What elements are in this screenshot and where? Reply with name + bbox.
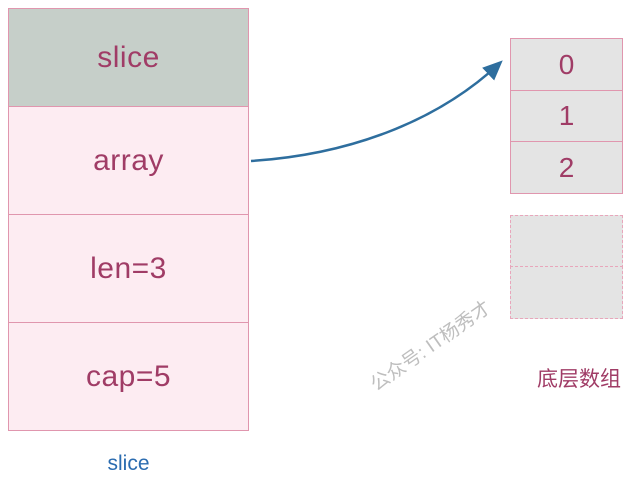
array-cell-0: 0 bbox=[510, 38, 623, 91]
array-gap bbox=[510, 194, 623, 216]
array-cell-empty-3 bbox=[510, 214, 623, 268]
array-cell-2-value: 2 bbox=[558, 151, 575, 183]
struct-field-cap: cap=5 bbox=[9, 322, 248, 430]
backing-array: 0 1 2 bbox=[510, 38, 623, 319]
slice-struct-header: slice bbox=[9, 9, 248, 106]
array-cell-1: 1 bbox=[510, 89, 623, 143]
array-cell-0-value: 0 bbox=[558, 48, 575, 80]
slice-caption: slice bbox=[107, 452, 150, 475]
array-cell-1-value: 1 bbox=[558, 100, 575, 131]
struct-field-array-label: array bbox=[93, 143, 164, 177]
struct-field-array: array bbox=[9, 106, 248, 214]
struct-field-cap-label: cap=5 bbox=[85, 359, 172, 393]
array-cell-2: 2 bbox=[510, 141, 623, 194]
backing-array-caption: 底层数组 bbox=[537, 368, 621, 391]
watermark-text: 公众号: IT杨秀才 bbox=[367, 297, 496, 396]
struct-field-len: len=3 bbox=[9, 214, 248, 322]
slice-struct-header-label: slice bbox=[97, 40, 160, 74]
struct-field-len-label: len=3 bbox=[90, 251, 167, 285]
array-cell-empty-4 bbox=[510, 266, 623, 319]
slice-struct-box: slice array len=3 cap=5 bbox=[8, 8, 249, 431]
